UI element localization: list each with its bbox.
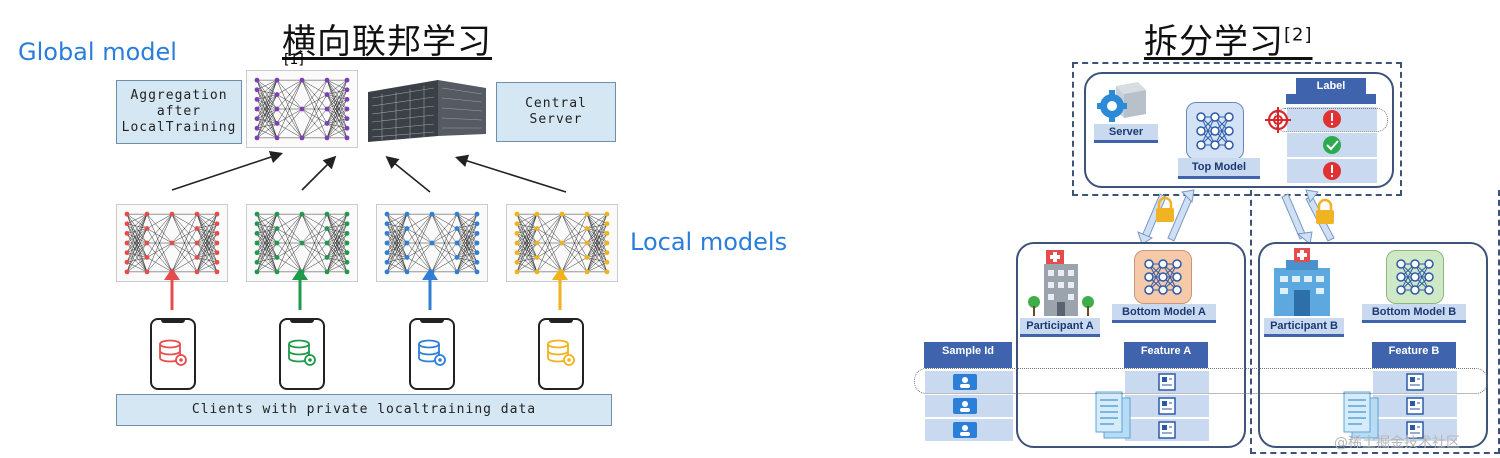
central-server-text: Central Server bbox=[525, 96, 587, 127]
target-crosshair-icon bbox=[1265, 107, 1291, 133]
database-gear-icon bbox=[288, 339, 316, 366]
label-header-bar bbox=[1286, 94, 1376, 104]
local-network-graph bbox=[384, 211, 480, 275]
feature-a-bar bbox=[1124, 360, 1208, 368]
central-server-box: Central Server bbox=[496, 82, 616, 142]
local-network-graph bbox=[254, 211, 350, 275]
global-model-label: Global model bbox=[18, 38, 177, 66]
lock-icon bbox=[1156, 196, 1334, 224]
user-id-icon bbox=[953, 398, 977, 414]
local-network-3 bbox=[376, 204, 488, 282]
aggregation-text: Aggregation after LocalTraining bbox=[121, 88, 237, 135]
split-exchange-arrows bbox=[1137, 189, 1335, 245]
global-network-graph bbox=[254, 77, 350, 141]
sample-id-bar bbox=[924, 360, 1012, 368]
database-gear-icon bbox=[547, 339, 575, 366]
local-network-2 bbox=[246, 204, 358, 282]
party-b-dashed-region bbox=[1250, 190, 1500, 454]
document-icon bbox=[1158, 421, 1176, 439]
aggregation-box: Aggregation after LocalTraining bbox=[116, 80, 242, 144]
sample-alignment-ellipse bbox=[914, 368, 1488, 394]
check-icon bbox=[1323, 136, 1341, 154]
local-network-1 bbox=[116, 204, 228, 282]
feature-b-cell-2 bbox=[1372, 394, 1458, 418]
top-model-icon bbox=[1186, 102, 1244, 160]
label-cell-2 bbox=[1286, 132, 1378, 158]
feature-a-cell-3 bbox=[1124, 418, 1210, 442]
documents-stack-icon bbox=[1343, 391, 1379, 439]
document-icon bbox=[1406, 421, 1424, 439]
bottom-model-a-icon bbox=[1134, 250, 1192, 304]
feature-b-bar bbox=[1372, 360, 1456, 368]
sample-id-header: Sample Id bbox=[924, 342, 1012, 360]
bottom-model-a-tag: Bottom Model A bbox=[1112, 304, 1216, 323]
document-icon bbox=[1158, 373, 1176, 391]
client-phone-3 bbox=[409, 318, 455, 390]
sample-id-cell-3 bbox=[924, 418, 1014, 442]
left-title-sup: [1] bbox=[284, 52, 304, 68]
watermark: @稀土掘金技术社区 bbox=[1334, 435, 1460, 451]
error-icon bbox=[1323, 162, 1341, 180]
feature-b-header: Feature B bbox=[1372, 342, 1456, 360]
database-gear-icon bbox=[418, 339, 446, 366]
client-phone-1 bbox=[150, 318, 196, 390]
label-header: Label bbox=[1296, 78, 1366, 94]
feature-a-header: Feature A bbox=[1124, 342, 1208, 360]
client-phone-2 bbox=[279, 318, 325, 390]
user-id-icon bbox=[953, 374, 977, 390]
client-upload-arrows bbox=[164, 268, 568, 310]
right-title-text: 拆分学习 bbox=[1144, 22, 1284, 62]
database-gear-icon bbox=[159, 339, 187, 366]
right-title-sup: [2] bbox=[1284, 24, 1313, 46]
feature-b-cell-3 bbox=[1372, 418, 1458, 442]
participant-b-tag: Participant B bbox=[1264, 318, 1344, 337]
document-icon bbox=[1158, 397, 1176, 415]
document-icon bbox=[1406, 373, 1424, 391]
error-icon bbox=[1323, 110, 1341, 128]
label-cell-3 bbox=[1286, 158, 1378, 184]
server-rack-icon bbox=[368, 80, 486, 142]
model-graph-icon bbox=[1196, 112, 1234, 150]
local-network-graph bbox=[514, 211, 610, 275]
feature-a-cell-2 bbox=[1124, 394, 1210, 418]
model-graph-icon bbox=[1396, 259, 1434, 295]
left-title: 横向联邦学习 bbox=[282, 14, 492, 63]
server-tag: Server bbox=[1094, 124, 1158, 143]
right-title: 拆分学习[2] bbox=[1144, 14, 1313, 63]
top-model-tag: Top Model bbox=[1178, 158, 1260, 179]
hospital-building-icon bbox=[1274, 248, 1330, 316]
server-rack-image bbox=[368, 74, 486, 142]
local-network-graph bbox=[124, 211, 220, 275]
hospital-building-icon bbox=[1028, 250, 1094, 316]
sample-id-cell-1 bbox=[924, 370, 1014, 394]
participant-a-tag: Participant A bbox=[1020, 318, 1100, 337]
server-cube-icon bbox=[1097, 82, 1146, 122]
documents-stack-icon bbox=[1095, 391, 1131, 439]
model-graph-icon bbox=[1144, 259, 1182, 295]
clients-bar-text: Clients with private localtraining data bbox=[191, 402, 537, 417]
left-title-text: 横向联邦学习 bbox=[282, 22, 492, 62]
aggregation-arrows bbox=[171, 150, 567, 193]
sample-id-cell-2 bbox=[924, 394, 1014, 418]
server-dashed-region bbox=[1072, 62, 1402, 196]
document-icon bbox=[1406, 397, 1424, 415]
client-phone-4 bbox=[538, 318, 584, 390]
bottom-model-b-icon bbox=[1386, 250, 1444, 304]
local-models-label: Local models bbox=[630, 228, 788, 256]
local-network-4 bbox=[506, 204, 618, 282]
user-id-icon bbox=[953, 422, 977, 438]
clients-bar: Clients with private localtraining data bbox=[116, 394, 612, 426]
bottom-model-b-tag: Bottom Model B bbox=[1362, 304, 1466, 323]
global-network bbox=[246, 70, 358, 148]
